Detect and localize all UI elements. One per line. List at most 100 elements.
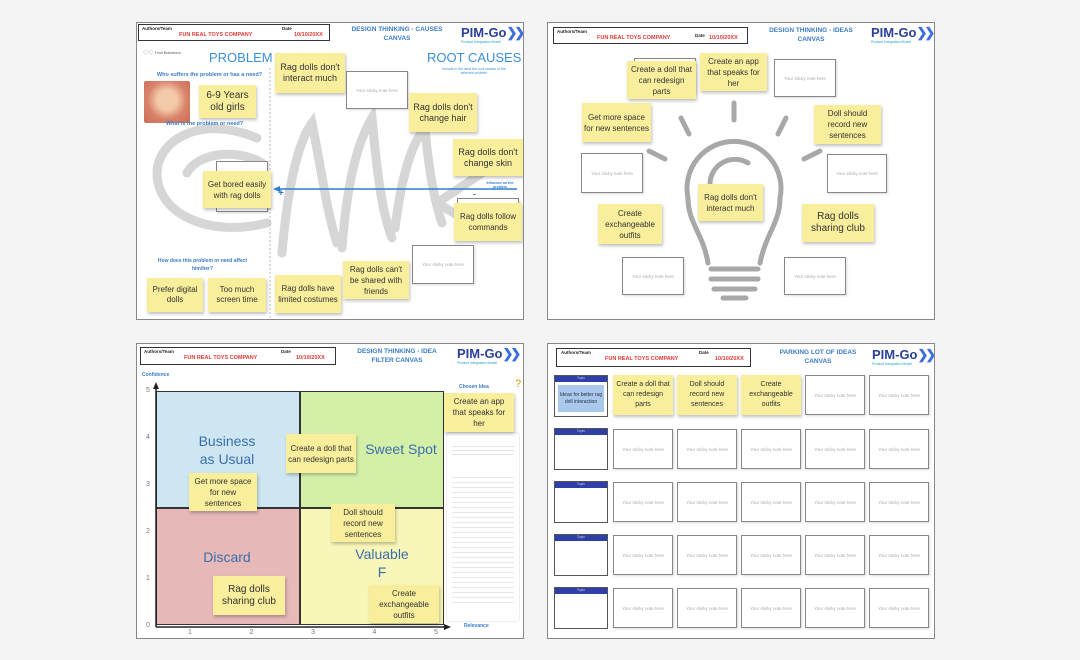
sticky-note[interactable]: Rag dolls sharing club — [213, 576, 285, 615]
empty-sticky-note[interactable]: Your sticky note here — [741, 535, 801, 575]
empty-sticky-note[interactable]: Your sticky note here — [677, 429, 737, 469]
empty-sticky-note[interactable]: Your sticky note here — [613, 535, 673, 575]
header-box[interactable]: Authors/Team Date FUN REAL TOYS COMPANY … — [138, 24, 330, 41]
header-box[interactable]: Authors/Team Date FUN REAL TOYS COMPANY … — [553, 27, 748, 44]
ideas-canvas[interactable]: Authors/Team Date FUN REAL TOYS COMPANY … — [547, 22, 935, 320]
empty-sticky-note[interactable]: Your sticky note here — [677, 482, 737, 522]
side-info-panel — [446, 432, 520, 622]
header-box[interactable]: Authors/Team Date FUN REAL TOYS COMPANY … — [140, 347, 336, 365]
topic-box[interactable]: Topic — [554, 534, 608, 576]
empty-sticky-note[interactable]: Your sticky note here — [784, 257, 846, 295]
chosen-idea-note[interactable]: Create an app that speaks for her — [444, 393, 514, 432]
sticky-note[interactable]: Rag dolls don't interact much — [275, 53, 345, 93]
y-tick-label: 5 — [146, 387, 150, 394]
topic-label: Topic — [555, 588, 607, 594]
sticky-note[interactable]: Create exchangeable outfits — [598, 204, 662, 244]
empty-sticky-note[interactable]: Your sticky note here — [346, 71, 408, 109]
quadrant-label-sweet-spot: Sweet Spot — [365, 441, 437, 457]
empty-sticky-note[interactable]: Your sticky note here — [805, 429, 865, 469]
empty-sticky-note[interactable]: Your sticky note here — [412, 245, 474, 284]
sticky-note[interactable]: Create a doll that can redesign parts — [627, 61, 696, 99]
header-box[interactable]: Authors/Team Date FUN REAL TOYS COMPANY … — [556, 348, 751, 367]
empty-sticky-note[interactable]: Your sticky note here — [805, 535, 865, 575]
girl-photo — [144, 81, 190, 123]
empty-sticky-note[interactable]: Your sticky note here — [805, 588, 865, 628]
sticky-note[interactable]: Rag dolls have limited costumes — [275, 275, 341, 313]
empty-sticky-note[interactable]: Your sticky note here — [741, 588, 801, 628]
empty-sticky-note[interactable]: Your sticky note here — [774, 59, 836, 97]
causes-canvas[interactable]: Authors/Team Date FUN REAL TOYS COMPANY … — [136, 22, 524, 320]
legend: ◇◇ Fund Brainstorm — [143, 48, 181, 56]
label-line: Business — [198, 433, 256, 449]
authors-label: Authors/Team — [557, 29, 587, 34]
topic-note[interactable]: Ideas for better rag doll interaction — [558, 385, 604, 412]
sticky-note[interactable]: Create a doll that can redesign parts — [613, 375, 673, 415]
empty-sticky-note[interactable]: Your sticky note here — [869, 535, 929, 575]
sticky-note[interactable]: Create exchangeable outfits — [741, 375, 801, 415]
sticky-note[interactable]: Rag dolls sharing club — [802, 204, 874, 242]
y-tick-label: 2 — [146, 528, 150, 535]
sticky-note[interactable]: Rag dolls follow commands — [454, 203, 522, 241]
label-line: Valuable — [355, 546, 409, 562]
empty-sticky-note[interactable]: Your sticky note here — [805, 375, 865, 415]
sticky-note[interactable]: Doll should record new sentences — [331, 504, 395, 542]
empty-sticky-note[interactable]: Your sticky note here — [581, 153, 643, 193]
empty-sticky-note[interactable]: Your sticky note here — [741, 482, 801, 522]
title-line: CANVAS — [383, 35, 411, 42]
title-line: CANVAS — [797, 36, 825, 43]
sticky-note[interactable]: 6-9 Years old girls — [199, 85, 256, 118]
x-tick-label: 5 — [434, 629, 438, 636]
logo-tagline: Product Integration Model — [457, 361, 498, 365]
empty-sticky-note[interactable]: Your sticky note here — [869, 429, 929, 469]
empty-sticky-note[interactable]: Your sticky note here — [805, 482, 865, 522]
sticky-note[interactable]: Create an app that speaks for her — [700, 53, 767, 91]
chosen-idea-label: Chosen Idea — [459, 384, 489, 390]
sticky-note[interactable]: Rag dolls can't be shared with friends — [343, 261, 409, 299]
empty-sticky-note[interactable]: Your sticky note here — [613, 482, 673, 522]
sticky-note[interactable]: Rag dolls don't change hair — [409, 93, 477, 132]
empty-sticky-note[interactable]: Your sticky note here — [869, 588, 929, 628]
logo-text: PIM-Go — [872, 347, 918, 362]
y-axis-label: Confidence — [142, 372, 170, 378]
topic-label: Topic — [555, 429, 607, 435]
idea-filter-canvas[interactable]: Authors/Team Date FUN REAL TOYS COMPANY … — [136, 343, 524, 639]
sticky-note[interactable]: Too much screen time — [208, 278, 266, 312]
topic-box[interactable]: Topic — [554, 587, 608, 629]
sticky-note[interactable]: Get bored easily with rag dolls — [203, 171, 271, 208]
empty-sticky-note[interactable]: Your sticky note here — [613, 588, 673, 628]
logo-tagline: Product Integration Model — [871, 40, 912, 44]
empty-sticky-note[interactable]: Your sticky note here — [677, 535, 737, 575]
chevron-icon: ❯❯ — [502, 346, 522, 361]
sticky-note[interactable]: Create exchangeable outfits — [369, 585, 439, 623]
sticky-note[interactable]: Doll should record new sentences — [677, 375, 737, 415]
sticky-note[interactable]: Get more space for new sentences — [189, 473, 257, 511]
empty-sticky-note[interactable]: Your sticky note here — [827, 154, 887, 193]
topic-box[interactable]: Topic — [554, 428, 608, 470]
sticky-note[interactable]: Doll should record new sentences — [814, 105, 881, 144]
empty-sticky-note[interactable]: Your sticky note here — [869, 375, 929, 415]
sticky-note[interactable]: Create a doll that can redesign parts — [286, 434, 356, 473]
info-text-block — [452, 473, 514, 603]
company-name: FUN REAL TOYS COMPANY — [605, 356, 679, 362]
question-who: Who suffers the problem or has a need? — [156, 72, 263, 78]
logo-tagline: Product Integration Model — [872, 362, 913, 366]
logo-text: PIM-Go — [457, 346, 503, 361]
sticky-note[interactable]: Prefer digital dolls — [147, 278, 203, 312]
empty-sticky-note[interactable]: Your sticky note here — [677, 588, 737, 628]
empty-sticky-note[interactable]: Your sticky note here — [869, 482, 929, 522]
date-value: 10/10/20XX — [294, 32, 323, 38]
sticky-note[interactable]: Rag dolls don't interact much — [698, 184, 763, 221]
y-tick-label: 1 — [146, 575, 150, 582]
parking-lot-canvas[interactable]: Authors/Team Date FUN REAL TOYS COMPANY … — [547, 343, 935, 639]
x-tick-label: 2 — [249, 629, 254, 636]
root-causes-heading: ROOT CAUSES — [427, 50, 522, 65]
sticky-note[interactable]: Rag dolls don't change skin — [453, 139, 523, 176]
sticky-note[interactable]: Get more space for new sentences — [582, 103, 651, 142]
empty-sticky-note[interactable]: Your sticky note here — [622, 257, 684, 295]
empty-sticky-note[interactable]: Your sticky note here — [613, 429, 673, 469]
empty-sticky-note[interactable]: Your sticky note here — [741, 429, 801, 469]
topic-box[interactable]: Topic — [554, 481, 608, 523]
